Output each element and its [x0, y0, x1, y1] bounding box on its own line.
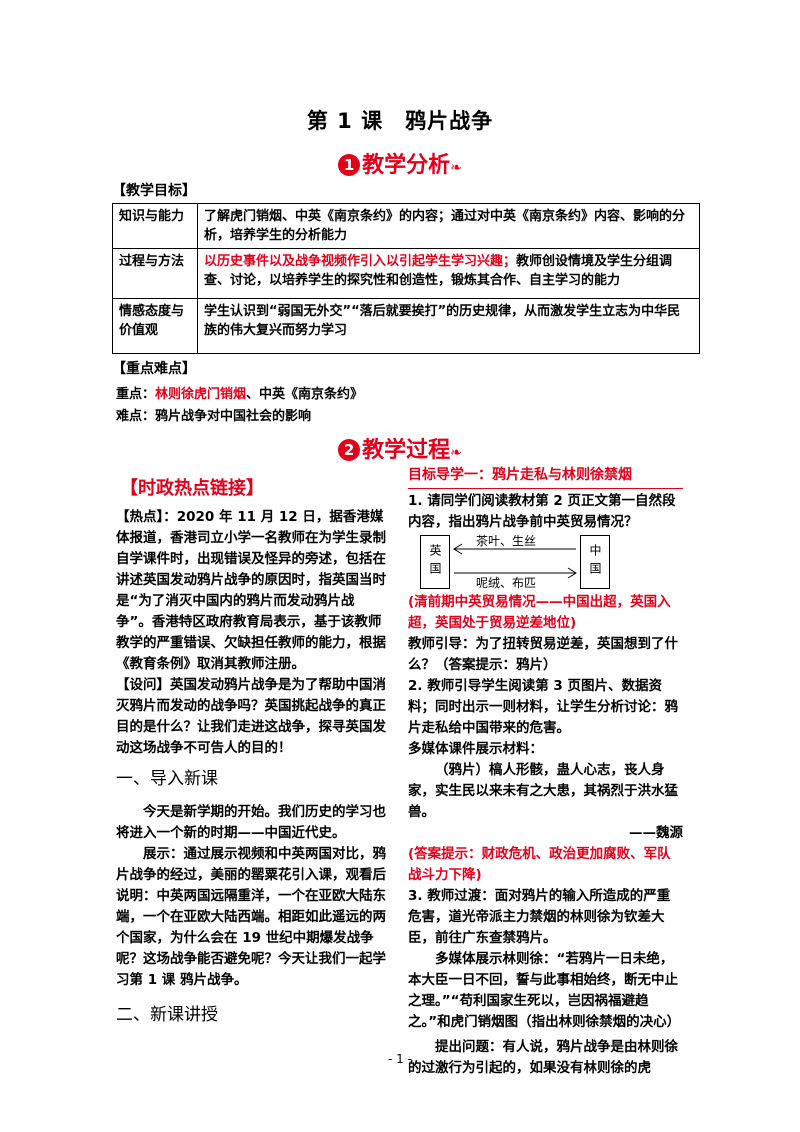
section-label: 教学分析 — [362, 153, 451, 178]
highlight-text: 以历史事件以及战争视频作引入以引起学生学习兴趣； — [204, 254, 517, 269]
trade-arrows — [453, 543, 577, 579]
objectives-table: 知识与能力 了解虎门销烟、中英《南京条约》的内容；通过对中英《南京条约》内容、影… — [112, 203, 700, 354]
page-title: 第 1 课 鸦片战争 — [306, 109, 494, 133]
leaf-icon: ❧ — [450, 445, 462, 461]
keypoints-heading: 【重点难点】 — [112, 361, 196, 377]
quote-weiyuan: （鸦片）槁人形骸，蛊人心志，丧人身家，实生民以来未有之大患，其祸烈于洪水猛兽。 — [408, 762, 678, 820]
difficult-point: 难点：鸦片战争对中国社会的影响 — [116, 405, 311, 424]
exports-label: 茶叶、生丝 — [476, 534, 537, 548]
goal-heading: 目标导学一：鸦片走私与林则徐禁烟 — [408, 465, 683, 489]
hot-topic-title: 【时政热点链接】 — [120, 478, 264, 499]
question-3: 3. 教师过渡：面对鸦片的输入所造成的严重危害，道光帝派主力禁烟的林则徐为钦差大… — [408, 888, 671, 946]
row-value-text: 教师创设情境及学生分组调查、讨论，以培养学生的探究性和创造性，锻炼其合作、自主学… — [204, 254, 673, 288]
china-box: 中国 — [580, 535, 610, 589]
diff-text: 鸦片战争对中国社会的影响 — [155, 409, 312, 424]
guide-1: 教师引导：为了扭转贸易逆差，英国想到了什么？（答案提示：鸦片） — [408, 636, 678, 673]
key-point: 重点：林则徐虎门销烟、中英《南京条约》 — [116, 383, 363, 402]
row-key: 过程与方法 — [112, 248, 198, 299]
table-row: 情感态度与价值观 学生认识到“弱国无外交”“落后就要挨打”的历史规律，从而激发学… — [112, 298, 700, 354]
question-text: 英国发动鸦片战争是为了帮助中国消灭鸦片而发动的战争吗？英国挑起战争的真正目的是什… — [116, 677, 386, 756]
question-2: 2. 教师引导学生阅读第 3 页图片、数据资料；同时出示一则材料，让学生分析讨论… — [408, 678, 678, 736]
row-value: 以历史事件以及战争视频作引入以引起学生学习兴趣；教师创设情境及学生分组调查、讨论… — [197, 248, 700, 299]
display-paragraph: 展示：通过展示视频和中英两国对比，鸦片战争的经过，美丽的罂粟花引入课，观看后说明… — [116, 846, 386, 988]
key-label: 重点： — [116, 387, 156, 402]
england-box: 英国 — [420, 535, 450, 589]
media-label: 多媒体课件展示材料： — [408, 741, 543, 757]
question-label: 【设问】 — [116, 677, 170, 693]
row-value: 学生认识到“弱国无外交”“落后就要挨打”的历史规律，从而激发学生立志为中华民族的… — [197, 298, 700, 354]
hot-text: ：2020 年 11 月 12 日，据香港媒体报道，香港司立小学一名教师在为学生… — [116, 509, 386, 672]
right-column-lower: (清前期中英贸易情况——中国出超，英国入超，英国处于贸易逆差地位) 教师引导：为… — [408, 592, 683, 1079]
answer-2: (答案提示：财政危机、政治更加腐败、军队战斗力下降) — [408, 846, 671, 883]
right-column: 目标导学一：鸦片走私与林则徐禁烟 1. 请同学们阅读教材第 2 页正文第一自然段… — [408, 465, 683, 533]
section-label: 教学过程 — [362, 438, 451, 463]
intro-paragraph: 今天是新学期的开始。我们历史的学习也将进入一个新的时期——中国近代史。 — [116, 804, 386, 841]
number-badge: 1 — [338, 154, 361, 176]
table-row: 过程与方法 以历史事件以及战争视频作引入以引起学生学习兴趣；教师创设情境及学生分… — [112, 248, 700, 299]
diff-label: 难点： — [116, 409, 156, 424]
key-highlight: 林则徐虎门销烟 — [155, 387, 247, 402]
media-linzexu: 多媒体展示林则徐：“若鸦片一日未绝，本大臣一日不回，誓与此事相始终，断无中止之理… — [408, 951, 681, 1030]
trade-diagram: 英国 中国 茶叶、生丝 呢绒、布匹 — [420, 534, 610, 590]
page-number: - 1 - — [388, 1052, 412, 1066]
row-key: 情感态度与价值观 — [112, 298, 198, 354]
objectives-heading: 【教学目标】 — [112, 183, 196, 199]
number-badge: 2 — [338, 439, 361, 461]
leaf-icon: ❧ — [450, 160, 462, 176]
answer-1: (清前期中英贸易情况——中国出超，英国入超，英国处于贸易逆差地位) — [408, 594, 671, 631]
key-rest: 、中英《南京条约》 — [246, 387, 364, 402]
left-column: 【时政热点链接】 【热点】：2020 年 11 月 12 日，据香港媒体报道，香… — [116, 478, 390, 1026]
quote-source: ——魏源 — [629, 825, 683, 841]
imports-label: 呢绒、布匹 — [476, 576, 537, 590]
new-lesson-heading: 二、新课讲授 — [116, 1005, 218, 1025]
intro-heading: 一、导入新课 — [116, 769, 218, 789]
hot-topic-paragraph: 【热点】：2020 年 11 月 12 日，据香港媒体报道，香港司立小学一名教师… — [116, 507, 390, 675]
question-1: 1. 请同学们阅读教材第 2 页正文第一自然段内容，指出鸦片战争前中英贸易情况？ — [408, 493, 676, 530]
row-value: 了解虎门销烟、中英《南京条约》的内容；通过对中英《南京条约》内容、影响的分析，培… — [197, 203, 700, 249]
raise-question: 提出问题：有人说，鸦片战争是由林则徐的过激行为引起的，如果没有林则徐的虎 — [408, 1039, 678, 1076]
table-row: 知识与能力 了解虎门销烟、中英《南京条约》的内容；通过对中英《南京条约》内容、影… — [112, 203, 700, 249]
hot-label: 【热点】 — [116, 509, 164, 525]
row-key: 知识与能力 — [112, 203, 198, 249]
question-paragraph: 【设问】英国发动鸦片战争是为了帮助中国消灭鸦片而发动的战争吗？英国挑起战争的真正… — [116, 675, 390, 759]
